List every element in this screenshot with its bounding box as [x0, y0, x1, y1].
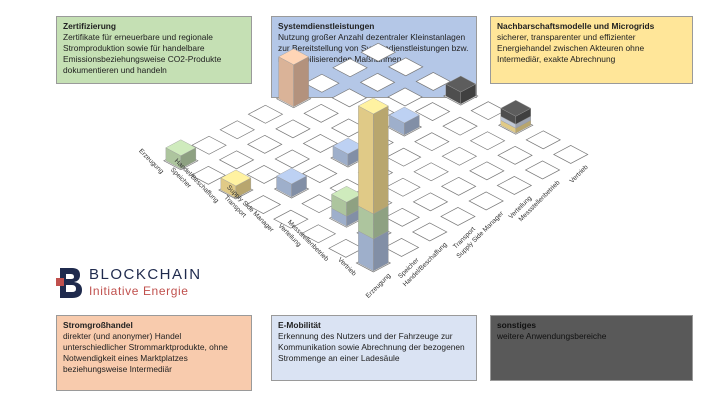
box-title: Stromgroßhandel [63, 320, 133, 330]
grid-cell [246, 165, 282, 184]
grid-cell [470, 101, 506, 121]
box-stromgrosshandel: Stromgroßhandel direkter (und anonymer) … [56, 315, 252, 391]
grid-cell [301, 194, 337, 214]
logo-word-blockchain: BLOCKCHAIN [89, 266, 202, 283]
grid-cell [332, 58, 368, 78]
grid-cell [412, 222, 448, 242]
grid-bars [165, 48, 532, 272]
grid-cell [497, 145, 533, 165]
box-zertifizierung: Zertifizierung Zertifikate für erneuerba… [56, 16, 252, 84]
grid-cell [412, 192, 449, 212]
grid-cell [274, 149, 310, 169]
grid-cell [275, 119, 311, 139]
box-nachbarschaft: Nachbarschaftsmodelle und Microgrids sic… [490, 16, 693, 84]
axis-label-right: Vertrieb [569, 164, 590, 185]
box-text: sicherer, transparenter und effizienter … [497, 32, 645, 65]
logo-mark-icon [56, 268, 82, 298]
grid-cell [469, 131, 506, 151]
grid-cell [302, 134, 339, 153]
grid-cell [245, 195, 282, 214]
axis-label-left: Vertrieb [336, 256, 357, 277]
box-title: sonstiges [497, 320, 537, 330]
box-text: Erkennung des Nutzers und der Fahrzeuge … [278, 331, 465, 364]
grid-cell [385, 177, 421, 197]
grid-cell [388, 57, 424, 77]
grid-cell [328, 238, 364, 258]
grid-cell [360, 42, 396, 62]
grid-cell [304, 73, 340, 93]
grid-cell [303, 103, 339, 123]
grid-cell [524, 160, 561, 180]
grid-cell [468, 191, 504, 211]
grid-cell [383, 238, 420, 257]
grid-cell [414, 132, 450, 152]
box-emobilitaet: E-Mobilität Erkennung des Nutzers und de… [271, 315, 477, 381]
box-text: direkter (und anonymer) Handel unterschi… [63, 331, 228, 375]
grid-cell [442, 116, 478, 136]
logo-word-initiative: Initiative Energie [89, 284, 189, 298]
grid-cell [359, 72, 396, 92]
grid-cube [278, 48, 310, 108]
grid-cell [300, 224, 337, 244]
grid-cube [165, 139, 197, 170]
grid-cell [273, 209, 309, 229]
box-title: Zertifizierung [63, 21, 117, 31]
grid-cell [469, 161, 505, 181]
grid-cell [440, 207, 476, 226]
grid-cell [247, 104, 284, 124]
box-title: Systemdienstleistungen [278, 21, 375, 31]
grid-cell [553, 145, 589, 164]
grid-cell [191, 135, 227, 155]
grid-cell [414, 102, 451, 121]
grid-cell [218, 150, 255, 170]
grid-cube [445, 75, 477, 105]
axis-label-left: Erzeugung [137, 148, 165, 176]
grid-cell [440, 176, 477, 196]
grid-cell [415, 72, 451, 91]
blockchain-logo: BLOCKCHAIN Initiative Energie [56, 264, 216, 304]
grid-cube [500, 100, 532, 134]
grid-cell [190, 165, 227, 185]
grid-cube [276, 167, 307, 198]
box-title: E-Mobilität [278, 320, 321, 330]
box-text: weitere Anwendungsbereiche [497, 331, 607, 342]
box-title: Nachbarschaftsmodelle und Microgrids [497, 21, 655, 31]
grid-cube [331, 186, 362, 227]
grid-cell [331, 88, 368, 108]
grid-cell [413, 162, 449, 182]
grid-cell [387, 87, 423, 107]
grid-cell [385, 147, 422, 167]
grid-cell [302, 164, 338, 183]
axis-label-right: Erzeugung [365, 272, 393, 300]
grid-cell [525, 130, 561, 150]
box-text: Zertifikate für erneuerbare und regional… [63, 32, 222, 76]
box-sonstiges: sonstiges weitere Anwendungsbereiche [490, 315, 693, 381]
grid-cube [220, 169, 252, 199]
grid-cell [496, 176, 533, 195]
grid-cell [247, 134, 283, 154]
grid-cube [357, 97, 389, 272]
grid-cell [441, 146, 478, 166]
grid-cube [388, 106, 420, 136]
grid-cell [219, 120, 255, 140]
grid-cell [384, 207, 420, 227]
